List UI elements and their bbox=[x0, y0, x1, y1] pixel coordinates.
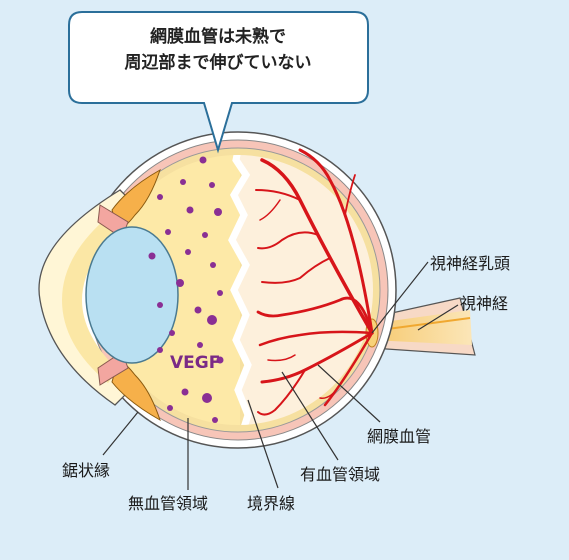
anterior-chamber bbox=[62, 215, 120, 383]
retinal-vessels bbox=[255, 148, 374, 416]
boundary-line bbox=[228, 155, 252, 425]
optic-nerve-label: 視神経 bbox=[460, 294, 509, 313]
ora-serrata-label: 鋸状縁 bbox=[62, 461, 111, 480]
optic-disc-label: 視神経乳頭 bbox=[430, 254, 511, 273]
retinal-vessels-label: 網膜血管 bbox=[367, 427, 432, 446]
callout-text: 網膜血管は未熟で 周辺部まで伸びていない bbox=[68, 24, 368, 76]
vascular-region-label: 有血管領域 bbox=[300, 465, 381, 484]
leader-lines bbox=[102, 261, 459, 490]
lens bbox=[85, 226, 179, 364]
avascular-region-label: 無血管領域 bbox=[128, 494, 209, 513]
callout-bubble bbox=[68, 11, 369, 154]
callout-line-1: 網膜血管は未熟で bbox=[150, 27, 286, 47]
vegf-label: VEGF bbox=[170, 353, 221, 373]
boundary-line-label: 境界線 bbox=[247, 494, 296, 513]
callout-line-2: 周辺部まで伸びていない bbox=[124, 53, 312, 73]
vegf-dots bbox=[148, 156, 224, 423]
